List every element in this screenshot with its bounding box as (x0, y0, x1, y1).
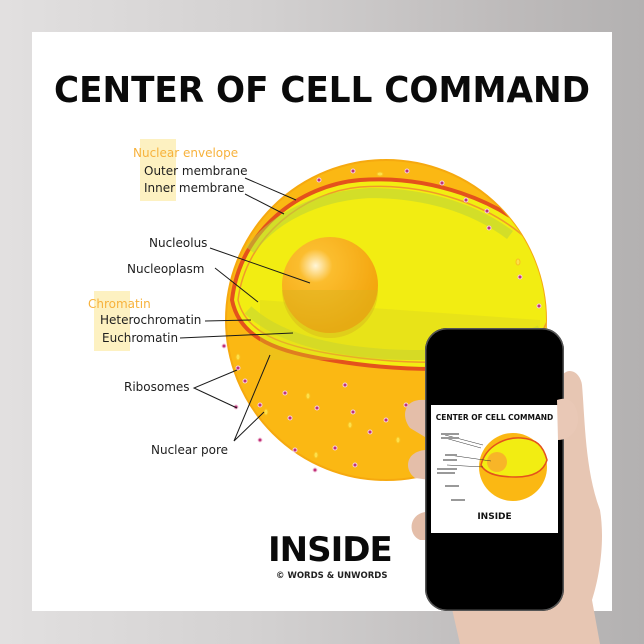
nucleolus (282, 237, 378, 333)
phone-preview-title: CENTER OF CELL COMMAND (435, 413, 554, 422)
label-ribosomes: Ribosomes (124, 380, 190, 394)
label-nucleoplasm: Nucleoplasm (127, 262, 205, 276)
copyright: © WORDS & UNWORDS (276, 571, 388, 581)
label-inner-membrane: Inner membrane (144, 181, 245, 195)
poster-title: CENTER OF CELL COMMAND (53, 70, 591, 111)
label-euchromatin: Euchromatin (102, 331, 179, 345)
nuclear-envelope-highlight (140, 139, 176, 201)
phone-screen-preview: CENTER OF CELL COMMAND INSIDE (431, 405, 558, 533)
ribosome-dots (221, 168, 542, 473)
label-nucleolus: Nucleolus (149, 236, 208, 250)
leader-lines (179, 177, 311, 442)
label-nuclear-pore: Nuclear pore (151, 443, 229, 457)
phone-preview-cell (437, 433, 548, 501)
nuclear-pore-ovals (235, 171, 521, 459)
chromatin-highlight (94, 291, 130, 351)
footer-word: INSIDE (268, 530, 393, 570)
label-outer-membrane: Outer membrane (144, 164, 248, 178)
label-heterochromatin: Heterochromatin (100, 313, 202, 327)
phone-preview-footer: INSIDE (477, 512, 512, 522)
label-chromatin: Chromatin (88, 297, 151, 311)
label-nuclear-envelope: Nuclear envelope (133, 146, 239, 160)
